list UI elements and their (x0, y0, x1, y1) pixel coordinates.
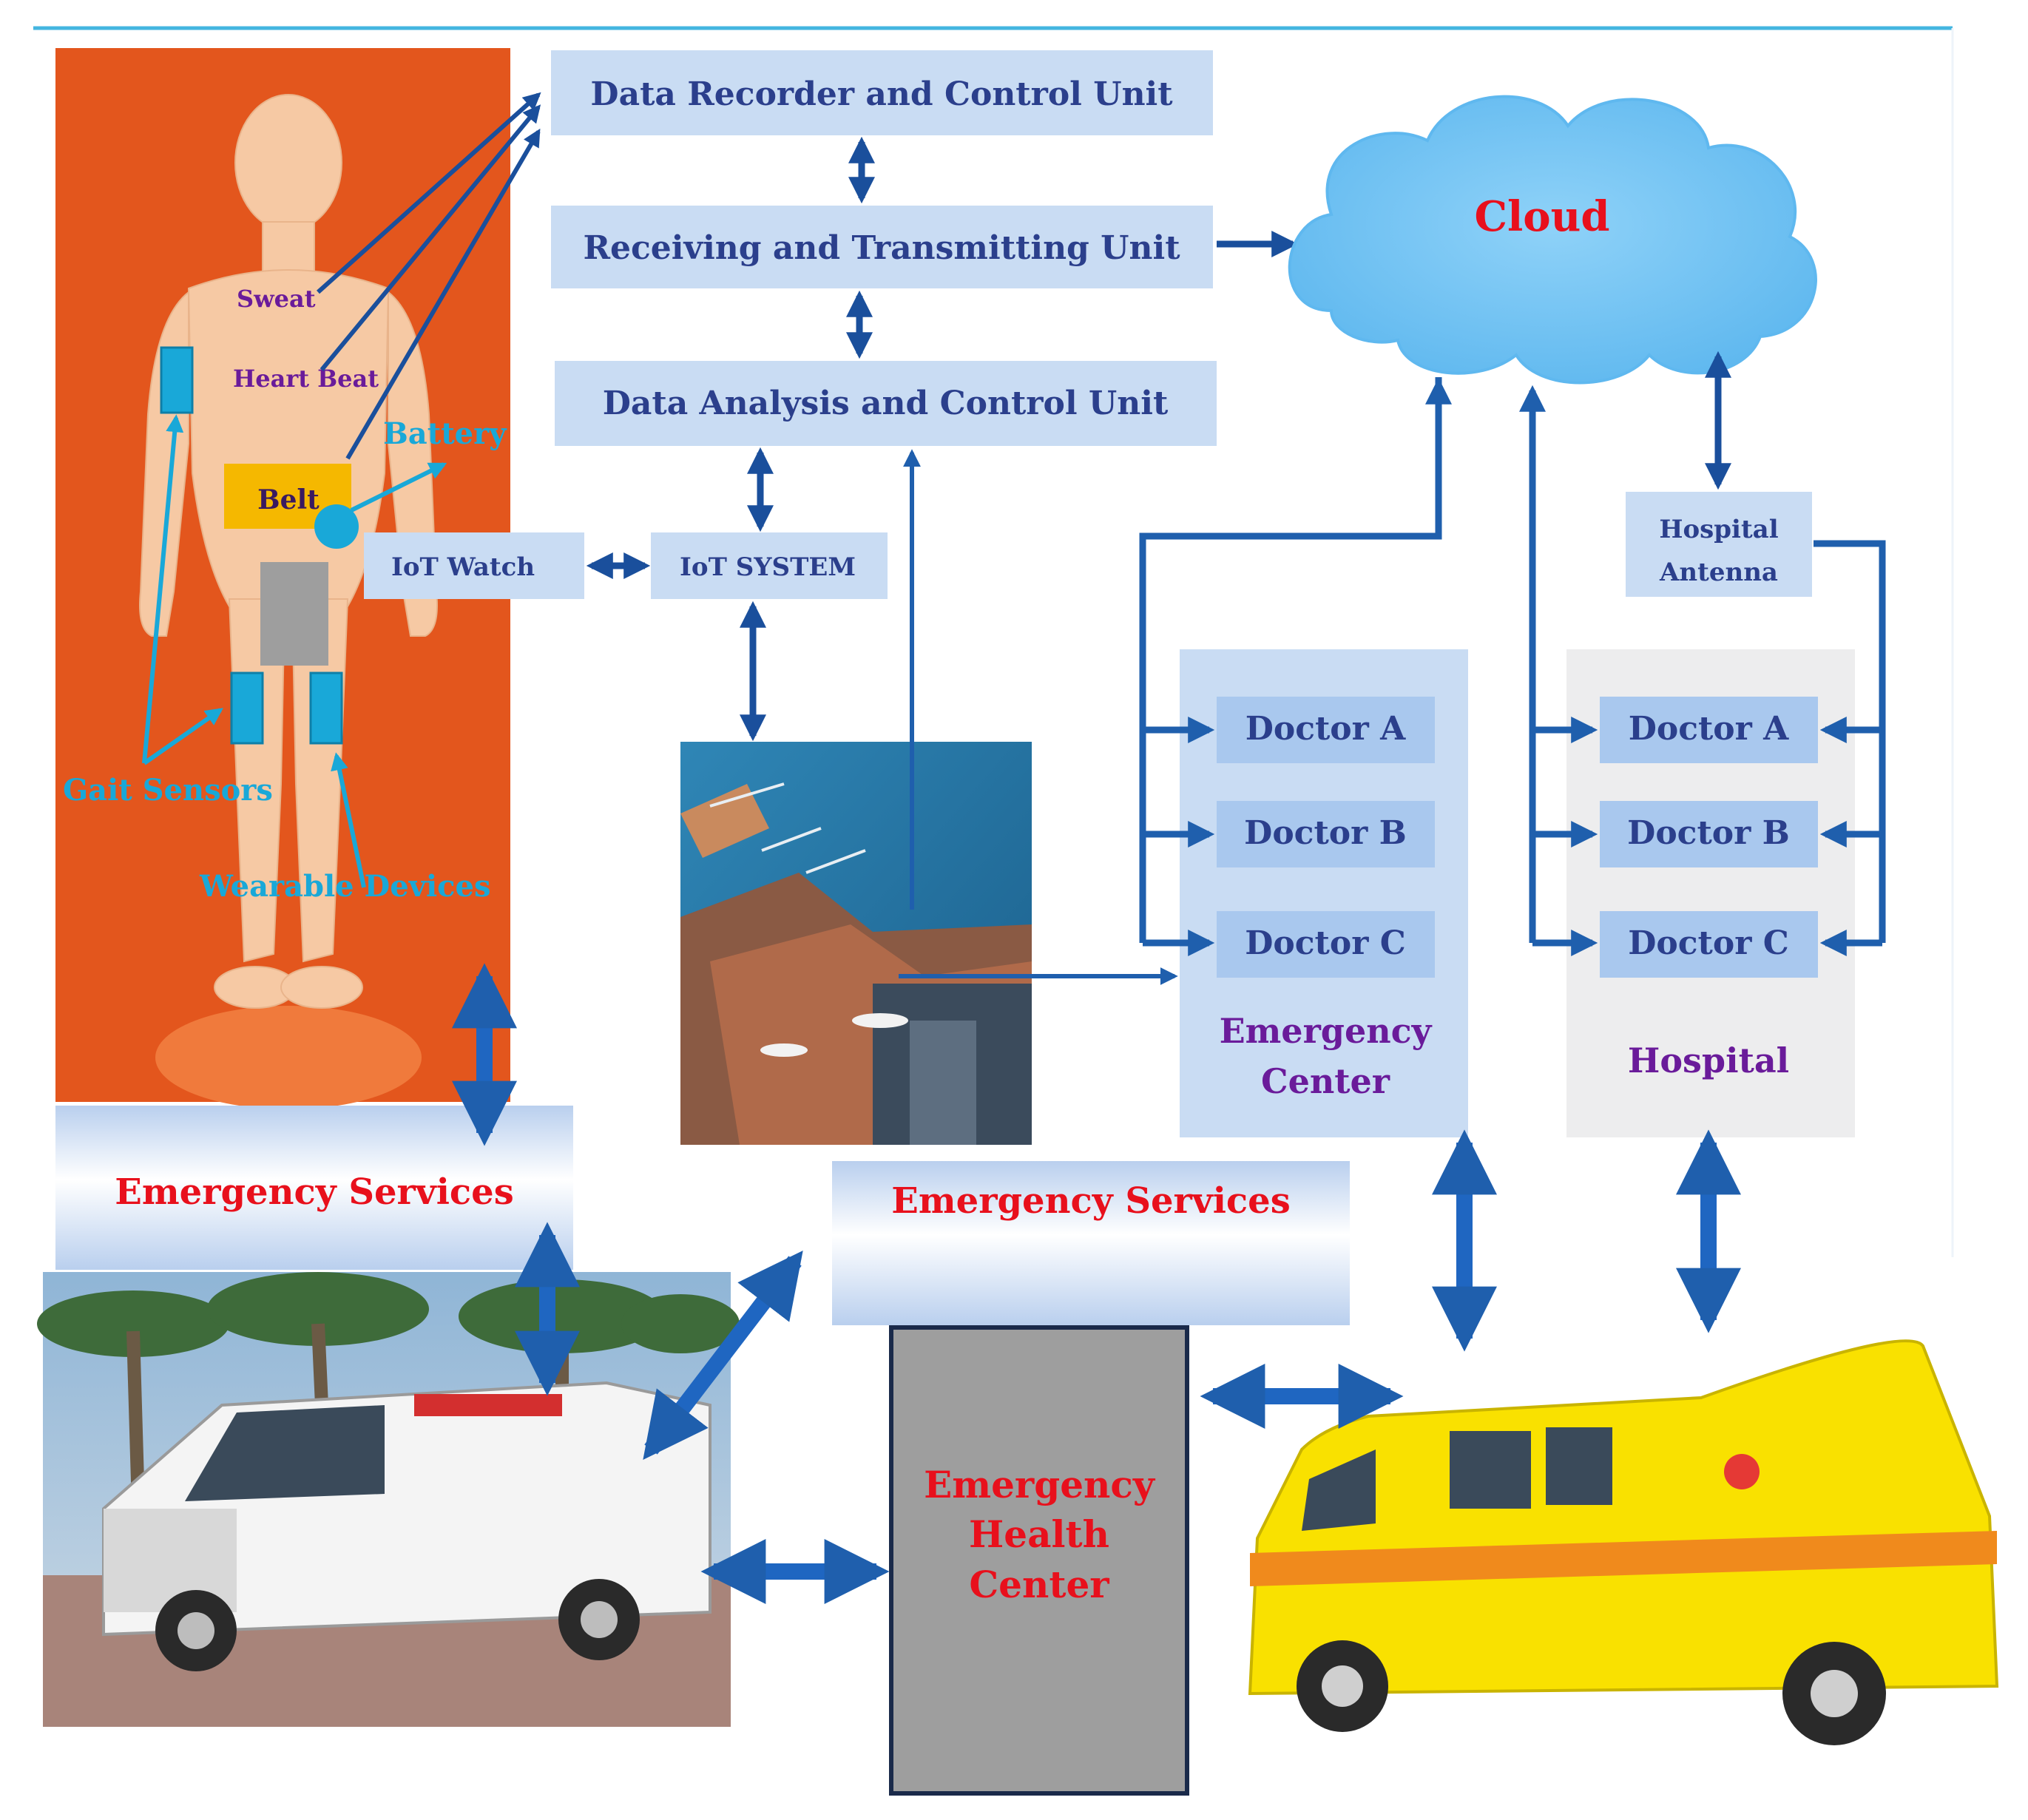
data-recorder-box (551, 50, 1213, 135)
ec-doctor-b-label: Doctor B (1244, 814, 1407, 852)
battery-label: Battery (383, 416, 507, 451)
doctor-connectors (1139, 377, 1886, 956)
bottom-arrows (452, 963, 1741, 1604)
emergency-health-center-box (889, 1325, 1189, 1796)
cyan-arrows (142, 414, 447, 888)
arm-sensor (160, 346, 194, 414)
hospital-antenna-line1: Hospital (1659, 515, 1778, 544)
ec-doctor-c-label: Doctor C (1245, 924, 1406, 962)
yellow-ambulance-photo (1248, 1339, 1999, 1745)
emergency-center-label-1: Emergency (1220, 1011, 1433, 1051)
wearable-devices-label: Wearable Devices (199, 869, 490, 904)
white-ambulance-photo (37, 1272, 740, 1727)
emergency-services-left-label: Emergency Services (115, 1171, 513, 1213)
receiving-box (551, 206, 1213, 288)
gait-sensors-label: Gait Sensors (63, 773, 273, 808)
h-doctor-a-box (1600, 697, 1818, 763)
ec-doctor-a-box (1217, 697, 1435, 763)
sweat-label: Sweat (237, 285, 316, 313)
hospital-antenna-box (1626, 492, 1812, 597)
ehc-line2: Health (969, 1512, 1109, 1556)
sensor-arrows (316, 92, 541, 460)
cloud-shape (1288, 95, 1817, 385)
left-leg-sensor (230, 671, 264, 745)
city-photo (680, 742, 1032, 1145)
h-doctor-a-label: Doctor A (1629, 710, 1789, 748)
iot-system-label: IoT SYSTEM (680, 552, 856, 582)
receiving-label: Receiving and Transmitting Unit (583, 229, 1180, 267)
h-doctor-b-box (1600, 801, 1818, 867)
hospital-antenna-line2: Antenna (1659, 558, 1778, 587)
right-leg-sensor (309, 671, 343, 745)
cloud-label: Cloud (1474, 192, 1609, 241)
data-analysis-box (555, 361, 1217, 446)
belt-label: Belt (257, 484, 320, 515)
unit-arrows (586, 136, 1299, 742)
data-recorder-label: Data Recorder and Control Unit (590, 75, 1173, 113)
emergency-services-right-box (832, 1161, 1350, 1325)
emergency-services-right-label: Emergency Services (891, 1180, 1290, 1222)
emergency-center-label-2: Center (1261, 1061, 1390, 1101)
battery-icon (314, 504, 359, 549)
ehc-line3: Center (969, 1563, 1109, 1606)
data-analysis-label: Data Analysis and Control Unit (603, 385, 1169, 422)
h-doctor-b-label: Doctor B (1627, 814, 1790, 852)
ec-doctor-a-label: Doctor A (1245, 710, 1406, 748)
h-doctor-c-label: Doctor C (1628, 924, 1789, 962)
ec-doctor-b-box (1217, 801, 1435, 867)
iot-watch-box (364, 532, 584, 599)
ehc-line1: Emergency (924, 1463, 1156, 1506)
iot-system-box (651, 532, 888, 599)
iot-watch-label: IoT Watch (391, 552, 535, 582)
ec-doctor-c-box (1217, 911, 1435, 978)
hospital-label: Hospital (1628, 1041, 1789, 1080)
h-doctor-c-box (1600, 911, 1818, 978)
heart-beat-label: Heart Beat (233, 365, 379, 393)
